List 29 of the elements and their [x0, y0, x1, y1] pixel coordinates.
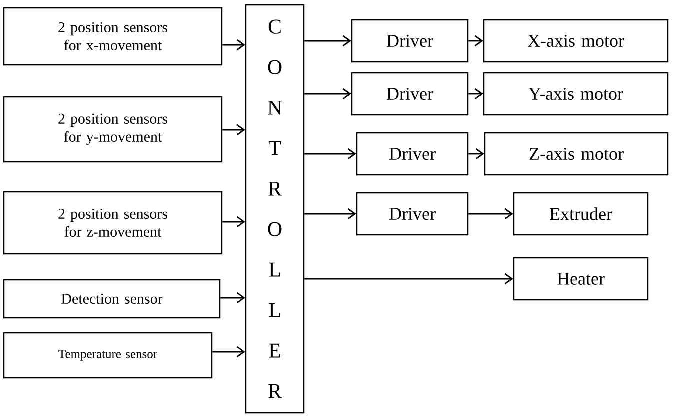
heater-box: Heater: [513, 257, 649, 301]
arrow: [212, 346, 246, 358]
driver-box: Driver: [356, 132, 469, 176]
sensor-box: 2 position sensors for x-movement: [3, 7, 223, 66]
arrow: [222, 216, 246, 228]
arrow: [468, 88, 484, 100]
arrow: [304, 88, 352, 100]
arrow: [304, 148, 356, 160]
arrow: [222, 124, 246, 136]
driver-box: Driver: [351, 72, 469, 116]
motor-box: Z-axis motor: [484, 132, 669, 176]
arrow: [222, 39, 246, 51]
arrow: [468, 208, 514, 220]
sensor-box: Temperature sensor: [3, 332, 213, 379]
arrow: [468, 148, 484, 160]
extruder-box: Extruder: [513, 192, 649, 236]
sensor-box: 2 position sensors for z-movement: [3, 191, 223, 255]
driver-box: Driver: [356, 192, 469, 236]
motor-box: X-axis motor: [483, 19, 669, 63]
arrow: [304, 35, 352, 47]
sensor-box: Detection sensor: [3, 279, 221, 319]
arrow: [304, 208, 356, 220]
arrow: [220, 292, 246, 304]
sensor-box: 2 position sensors for y-movement: [3, 96, 223, 163]
arrow: [468, 35, 484, 47]
controller-box: C O N T R O L L E R: [245, 4, 305, 414]
driver-box: Driver: [351, 19, 469, 63]
arrow: [304, 273, 514, 285]
motor-box: Y-axis motor: [483, 72, 669, 116]
